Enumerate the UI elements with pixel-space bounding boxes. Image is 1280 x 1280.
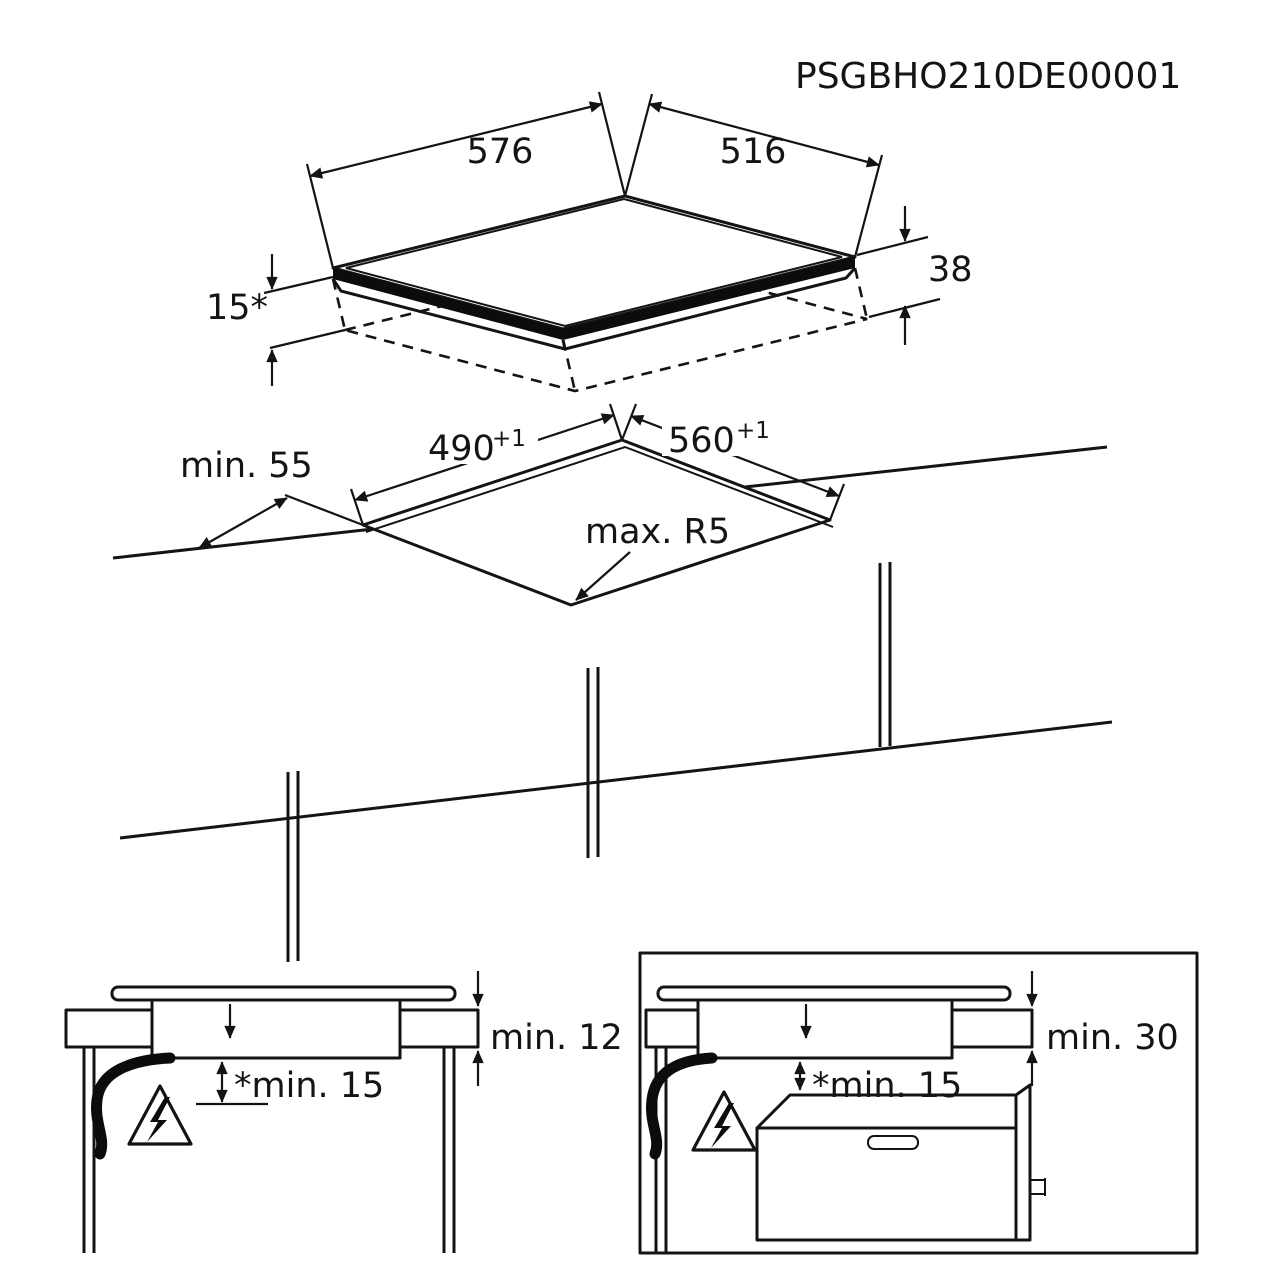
cutout-width-extension-lines xyxy=(349,403,624,526)
hob-rim-extension-lines xyxy=(263,275,346,350)
hob-width-label: 576 xyxy=(467,132,534,172)
cutout-depth-extension-lines xyxy=(620,403,846,521)
cutout-inner-edge-lines xyxy=(365,445,834,533)
lightning-bolt-oven xyxy=(711,1103,734,1148)
cabinet-side-lines xyxy=(82,1047,456,1253)
worktop-section-right-oven xyxy=(950,1008,1034,1049)
cross-section-above-oven: min. 30 *min. 15 xyxy=(638,951,1199,1255)
drawing-code: PSGBHO210DE00001 xyxy=(795,56,1181,97)
cross-section-standard-cabinet: min. 12 *min. 15 xyxy=(64,971,623,1253)
mains-cable-oven xyxy=(646,1052,718,1160)
electrical-hazard-icon-oven xyxy=(691,1090,757,1152)
hob-depth-extension-lines xyxy=(623,93,884,258)
hob-isometric-view: 576 516 38 15* xyxy=(206,91,973,393)
hob-body-edges xyxy=(331,266,857,351)
cutout-width-label: 490 xyxy=(428,429,495,469)
corner-radius-arrow xyxy=(575,551,631,601)
cutout-width-label-bg xyxy=(422,432,538,464)
hob-width-extension-lines xyxy=(305,91,627,269)
hob-rim-label: 15* xyxy=(206,288,268,328)
worktop-section-right xyxy=(398,1008,480,1049)
worktop-cutout-view: 490 +1 560 +1 min. 55 max. R5 xyxy=(112,403,1113,962)
cabinet-legs xyxy=(286,562,892,962)
hob-glass-inner-line xyxy=(345,197,843,328)
corner-radius-label: max. R5 xyxy=(585,512,730,552)
oven-outline xyxy=(755,1083,1032,1242)
front-clearance-extension-line xyxy=(284,493,364,527)
hob-depth-label: 516 xyxy=(720,132,787,172)
panel-frame xyxy=(638,951,1199,1255)
cutout-depth-tolerance: +1 xyxy=(736,418,770,444)
worktop-section-left xyxy=(64,1008,154,1049)
hob-glass-section xyxy=(110,985,457,1002)
hob-glass-edge-band xyxy=(333,257,855,340)
cutout-width-tolerance: +1 xyxy=(492,426,526,452)
worktop-section-left-oven xyxy=(644,1008,700,1049)
hob-glass-section-oven xyxy=(656,985,1012,1002)
mains-cable xyxy=(91,1052,176,1160)
worktop-thickness-label: min. 12 xyxy=(490,1018,623,1058)
worktop-thickness-label-oven: min. 30 xyxy=(1046,1018,1179,1058)
hob-body-section-oven xyxy=(696,998,954,1060)
bottom-clearance-label-oven: *min. 15 xyxy=(812,1066,962,1106)
front-clearance-label: min. 55 xyxy=(180,446,313,486)
hob-width-dimension-line xyxy=(309,101,603,179)
electrical-hazard-icon xyxy=(127,1084,193,1146)
bottom-clearance-label: *min. 15 xyxy=(234,1066,384,1106)
oven-hinge-knob xyxy=(1029,1179,1046,1195)
worktop-lower-edge xyxy=(119,720,1113,840)
oven-vent-slot xyxy=(867,1135,919,1150)
hob-height-label: 38 xyxy=(928,250,973,290)
lightning-bolt xyxy=(147,1097,170,1142)
hob-depth-dimension-line xyxy=(648,101,880,168)
hob-body-section xyxy=(150,998,402,1060)
cutout-depth-label: 560 xyxy=(668,421,735,461)
cutout-depth-label-bg xyxy=(662,424,780,456)
front-clearance-dimension-line xyxy=(198,497,288,549)
